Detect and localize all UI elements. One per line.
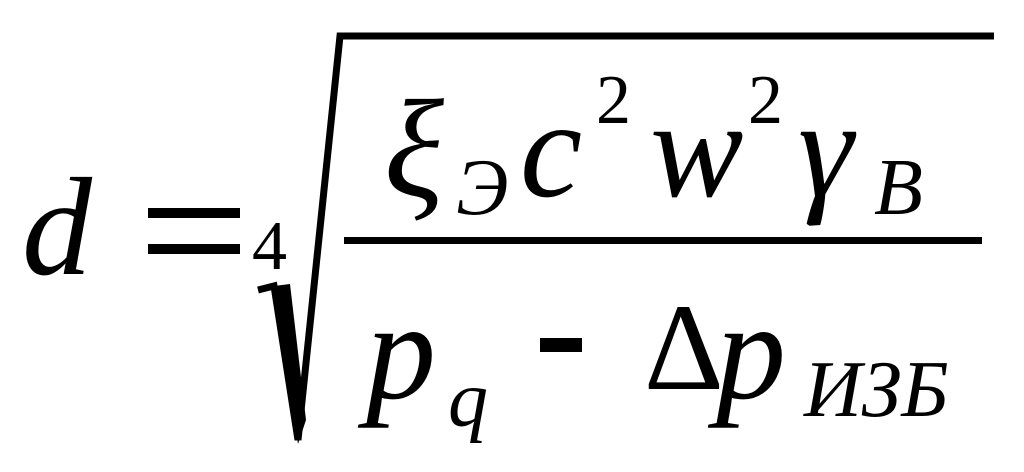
numerator-gamma: γ (798, 72, 854, 227)
equals-bar-bottom (148, 244, 240, 254)
denominator-p-excess: p (716, 274, 786, 429)
numerator-xi-subscript: Э (456, 144, 509, 232)
numerator-w: w (650, 72, 744, 227)
numerator-xi: ξ (384, 72, 444, 227)
equals-bar-top (148, 208, 240, 218)
root-index: 4 (252, 208, 287, 285)
denominator-p-subscript: q (448, 356, 488, 444)
lhs-variable-d: d (22, 150, 92, 305)
denominator-p-excess-subscript: ИЗБ (804, 346, 949, 434)
numerator-c-exponent: 2 (596, 62, 631, 139)
radical-heavy-stroke (274, 284, 306, 444)
numerator-w-exponent: 2 (748, 62, 783, 139)
fraction-bar (344, 237, 982, 244)
numerator-gamma-subscript: B (874, 144, 923, 232)
minus-sign (540, 338, 582, 352)
denominator-p: p (366, 274, 436, 429)
denominator-delta: Δ (644, 279, 724, 416)
equals-sign (148, 200, 240, 262)
numerator-c: c (520, 72, 583, 227)
